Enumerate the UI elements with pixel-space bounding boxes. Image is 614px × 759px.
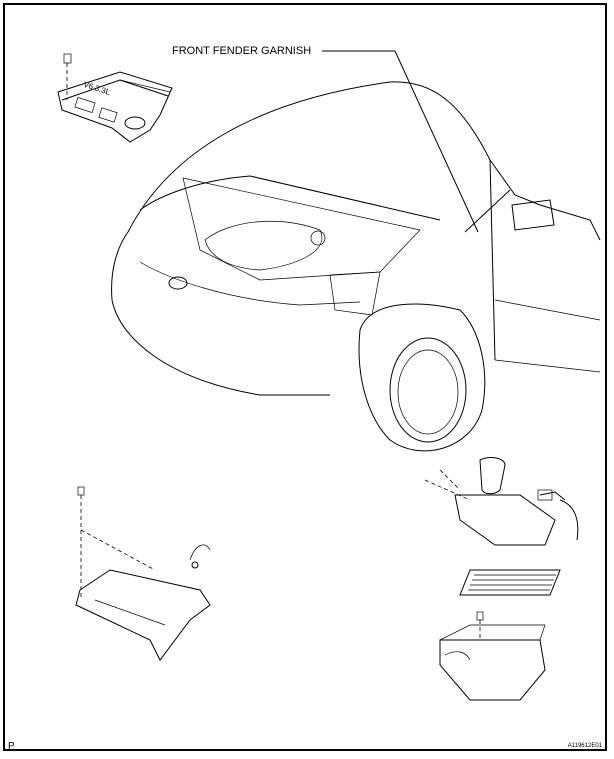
vehicle-front — [111, 81, 601, 452]
engine-cover: V6 3.3L — [57, 53, 173, 143]
figure-code: A119612E01 — [567, 743, 602, 749]
garnish-leader-line — [322, 50, 479, 233]
svg-text:V6 3.3L: V6 3.3L — [82, 80, 112, 97]
front-fender-garnish-callout: FRONT FENDER GARNISH — [172, 45, 312, 57]
engine-under-cover — [75, 486, 211, 661]
diagram-frame — [3, 3, 607, 751]
air-cleaner-assembly — [424, 457, 579, 701]
page-marker: P — [8, 741, 15, 752]
